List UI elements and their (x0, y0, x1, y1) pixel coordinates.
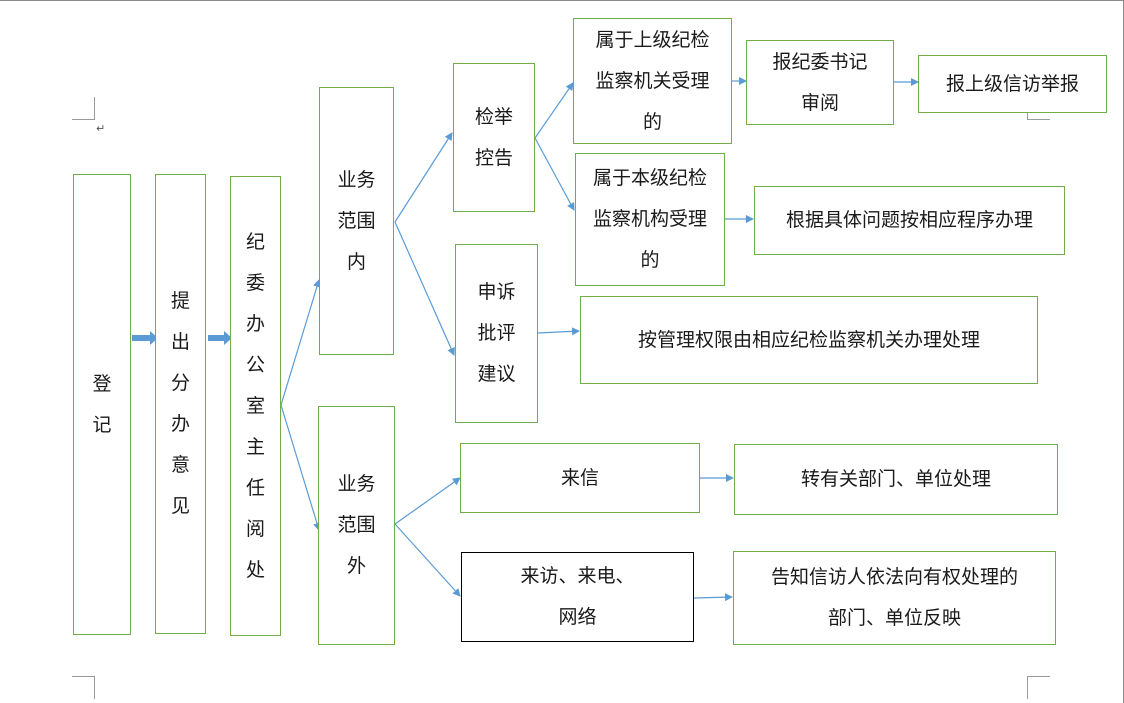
page-top-edge (0, 0, 1124, 1)
node-opinion: 提 出 分 办 意 见 (155, 174, 206, 634)
arrow-director-outscope (280, 404, 321, 531)
node-handle-authority: 按管理权限由相应纪检监察机关办理处理 (580, 296, 1038, 384)
node-report: 检举 控告 (453, 63, 535, 212)
node-register: 登 记 (73, 174, 131, 635)
arrow-appeal-authority (537, 327, 580, 336)
node-transfer-dept: 转有关部门、单位处理 (734, 444, 1058, 515)
block-arrow-opinion-director (208, 331, 232, 345)
node-report-upper: 报上级信访举报 (918, 55, 1107, 113)
node-in-scope: 业务 范围 内 (319, 87, 394, 355)
node-upper-level: 属于上级纪检 监察机关受理 的 (573, 18, 732, 144)
node-visit-call-net: 来访、来电、 网络 (461, 552, 694, 642)
arrow-outscope-visit (394, 523, 461, 597)
node-inform-visitor: 告知信访人依法向有权处理的 部门、单位反映 (733, 551, 1056, 645)
arrow-report-upper (534, 82, 574, 139)
crop-mark-bottom-left (72, 676, 95, 699)
crop-mark-bottom-right (1027, 676, 1050, 699)
node-appeal: 申诉 批评 建议 (455, 244, 538, 423)
crop-mark-top-left (72, 97, 95, 120)
arrow-inscope-report (394, 132, 453, 223)
paragraph-mark: ↵ (96, 122, 106, 135)
arrow-visit-inform (693, 593, 733, 602)
node-secretary-review: 报纪委书记 审阅 (746, 40, 894, 125)
arrow-report-same (534, 137, 575, 211)
node-letter: 来信 (460, 443, 700, 513)
arrow-director-inscope (280, 279, 321, 406)
node-handle-procedure: 根据具体问题按相应程序办理 (754, 186, 1065, 255)
node-out-scope: 业务 范围 外 (318, 406, 395, 645)
node-director: 纪 委 办 公 室 主 任 阅 处 (230, 176, 281, 636)
node-same-level: 属于本级纪检 监察机构受理 的 (575, 153, 725, 286)
block-arrow-register-opinion (132, 331, 158, 345)
arrow-inscope-appeal (394, 221, 455, 356)
arrow-outscope-letter (394, 477, 461, 525)
